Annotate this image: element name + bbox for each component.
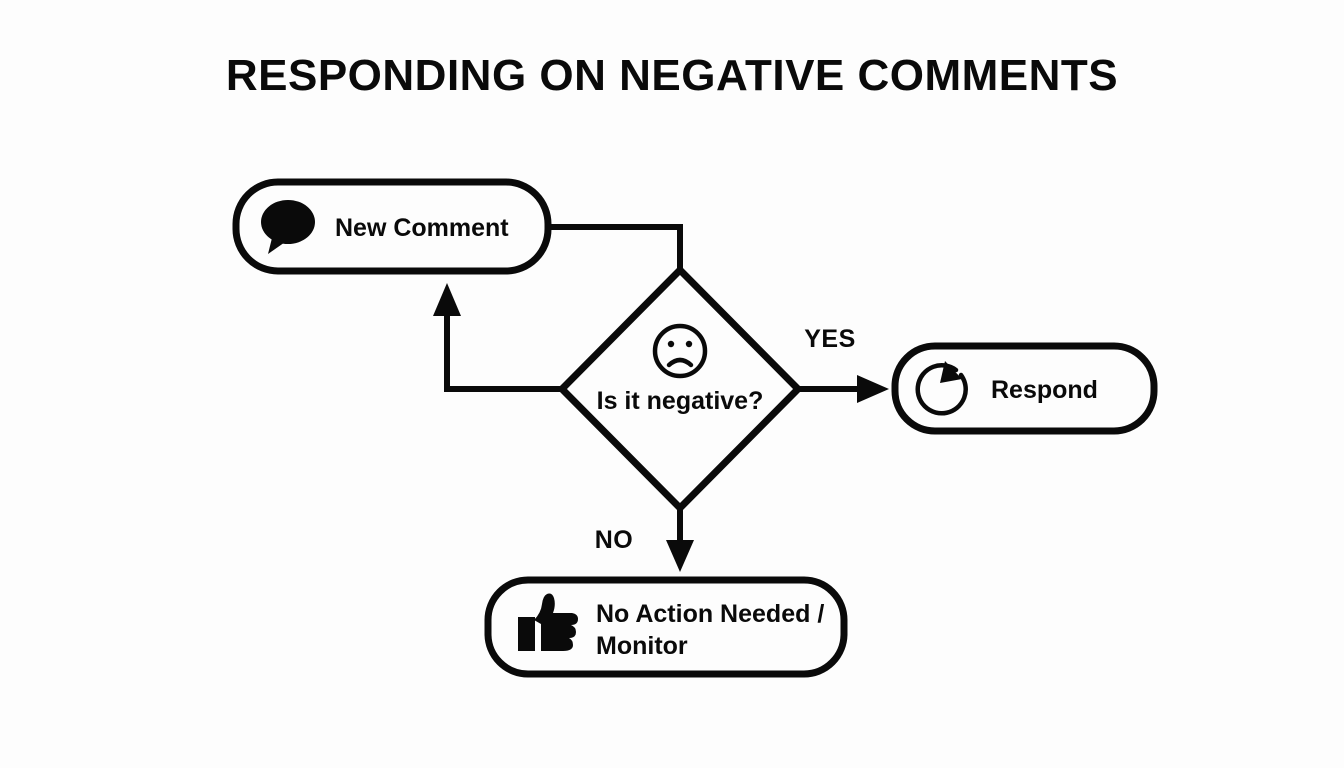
refresh-arrow-icon (915, 361, 968, 416)
no-action-box[interactable] (484, 576, 848, 678)
node-no-action[interactable]: No Action Needed / Monitor (484, 576, 848, 678)
page-title: RESPONDING ON NEGATIVE COMMENTS (226, 51, 1118, 100)
edge-comment-to-decision (551, 224, 683, 272)
thumbs-up-icon (518, 593, 578, 651)
decision-diamond[interactable] (558, 266, 802, 512)
node-new-comment[interactable]: New Comment (232, 178, 552, 275)
node-respond[interactable]: Respond (891, 342, 1158, 435)
edge-decision-no: NO (595, 508, 694, 572)
no-action-label-line2: Monitor (596, 632, 688, 660)
edge-label-no: NO (595, 526, 634, 554)
new-comment-label: New Comment (335, 214, 509, 242)
edge-loop-back (433, 283, 562, 392)
no-action-label-line1: No Action Needed / (596, 600, 824, 628)
node-is-it-negative[interactable]: Is it negative? (558, 266, 802, 512)
decision-label: Is it negative? (597, 387, 764, 415)
new-comment-box[interactable] (232, 178, 552, 275)
respond-box[interactable] (891, 342, 1158, 435)
edge-label-yes: YES (804, 325, 856, 353)
speech-bubble-icon (261, 200, 315, 254)
sad-face-icon (652, 323, 708, 379)
respond-label: Respond (991, 376, 1098, 404)
edge-decision-yes: YES (798, 325, 889, 403)
